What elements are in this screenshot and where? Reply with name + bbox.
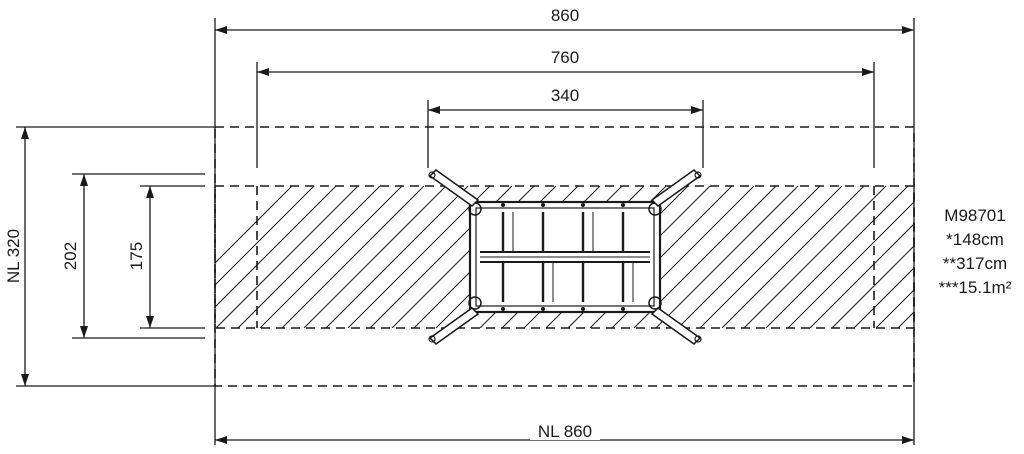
dim-label-zone-depth: 202 [61,242,80,270]
dim-label-inner-width: 760 [551,48,579,67]
dim-label-bottom-width: NL 860 [538,422,592,441]
spec-block: M98701 *148cm **317cm ***15.1m² [939,206,1012,297]
equipment-top-view [428,169,702,345]
spec-fall-height: **317cm [943,254,1007,273]
spec-area: ***15.1m² [939,278,1012,297]
extension-lines [16,18,915,445]
dim-label-overall-depth: NL 320 [4,229,23,283]
spec-height: *148cm [946,230,1004,249]
dim-label-equipment-width: 340 [551,86,579,105]
dim-label-overall-width: 860 [551,6,579,25]
dim-label-inner-depth: 175 [127,242,146,270]
spec-code: M98701 [944,206,1005,225]
